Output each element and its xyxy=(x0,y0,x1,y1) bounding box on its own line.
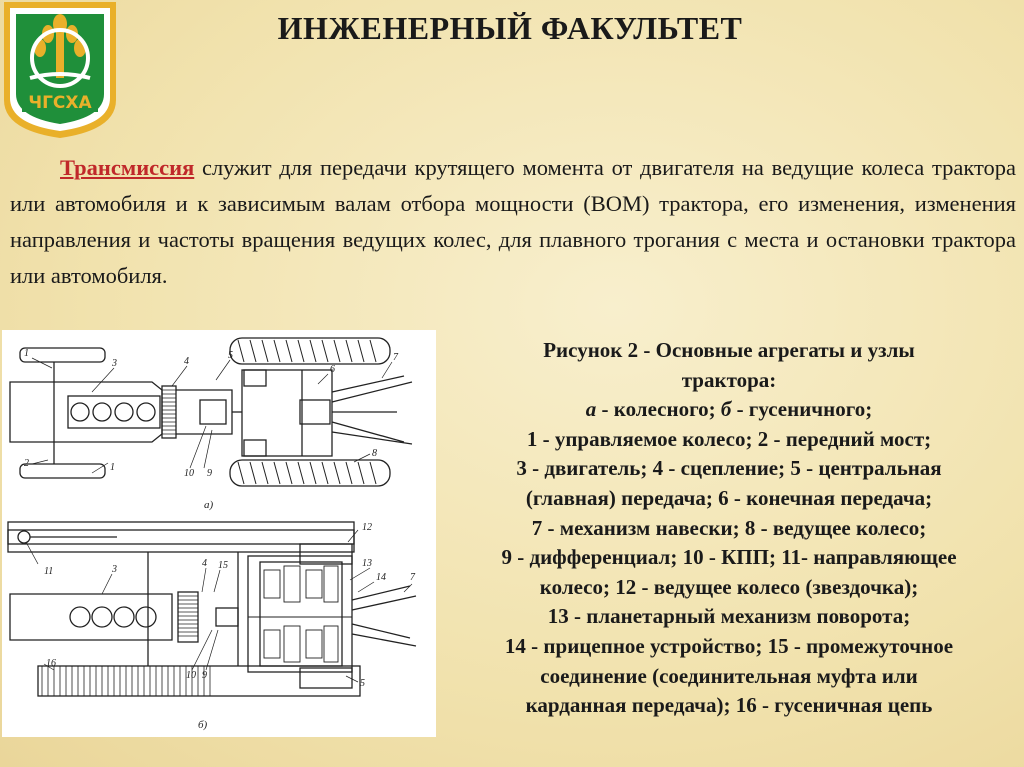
caption-line-2: трактора: xyxy=(681,367,777,392)
label-2a: 2 xyxy=(24,458,29,469)
tractor-diagram: 3 4 5 6 7 8 9 10 1 2 1 а) xyxy=(2,330,436,737)
caption-line-1: Рисунок 2 - Основные агрегаты и узлы xyxy=(543,338,915,362)
label-9b: 9 xyxy=(202,670,207,681)
caption-line-10: 13 - планетарный механизм поворота; xyxy=(547,604,911,629)
label-16b: 16 xyxy=(46,658,56,669)
wheeled-tractor-drawing xyxy=(9,337,413,487)
caption-line-4: 1 - управляемое колесо; 2 - передний мос… xyxy=(526,426,932,451)
caption-b: б xyxy=(720,397,732,422)
caption-line-8: 9 - дифференциал; 10 - КПП; 11- направля… xyxy=(501,545,957,570)
label-11b: 11 xyxy=(44,566,53,577)
caption-line-13: карданная передача); 16 - гусеничная цеп… xyxy=(525,693,933,718)
caption-line-9: колесо; 12 - ведущее колесо (звездочка); xyxy=(539,574,919,599)
label-4a: 4 xyxy=(184,356,189,367)
figure-caption: Рисунок 2 - Основные агрегаты и узлы тра… xyxy=(443,336,1015,721)
label-1a-top: 1 xyxy=(24,348,29,359)
label-b: б) xyxy=(198,719,208,731)
tracked-tractor-drawing xyxy=(7,521,417,697)
term-transmission: Трансмиссия xyxy=(60,155,195,180)
label-15b: 15 xyxy=(218,560,228,571)
label-3a: 3 xyxy=(111,358,117,369)
label-9a: 9 xyxy=(207,468,212,479)
university-logo: ЧГСХА xyxy=(0,0,120,140)
page-title: ИНЖЕНЕРНЫЙ ФАКУЛЬТЕТ xyxy=(277,10,743,46)
logo-text: ЧГСХА xyxy=(28,93,92,113)
label-5b: 5 xyxy=(360,678,365,689)
label-6a: 6 xyxy=(330,364,335,375)
caption-line-7: 7 - механизм навески; 8 - ведущее колесо… xyxy=(531,515,927,540)
label-14b: 14 xyxy=(376,572,386,583)
caption-a: а xyxy=(585,397,597,422)
intro-text: служит для передачи крутящего момента от… xyxy=(10,155,1016,288)
label-3b: 3 xyxy=(111,564,117,575)
label-a: а) xyxy=(204,499,214,511)
label-5a: 5 xyxy=(228,350,233,361)
label-4b: 4 xyxy=(202,558,207,569)
label-13b: 13 xyxy=(362,558,372,569)
label-10b: 10 xyxy=(186,670,196,681)
caption-line-11: 14 - прицепное устройство; 15 - промежут… xyxy=(504,633,954,658)
caption-line-3: а - колесного; б - гусеничного; xyxy=(443,395,1015,425)
caption-wheeled: - колесного; xyxy=(596,397,721,422)
caption-line-12: соединение (соединительная муфта или xyxy=(540,663,918,688)
caption-line-5: 3 - двигатель; 4 - сцепление; 5 - центра… xyxy=(516,456,942,481)
caption-tracked: - гусеничного; xyxy=(731,397,873,422)
label-12b: 12 xyxy=(362,522,372,533)
label-10a: 10 xyxy=(184,468,194,479)
label-7b: 7 xyxy=(410,572,416,583)
label-1a: 1 xyxy=(110,462,115,473)
intro-paragraph: Трансмиссия служит для передачи крутящег… xyxy=(10,150,1016,294)
label-8a: 8 xyxy=(372,448,377,459)
caption-line-6: (главная) передача; 6 - конечная передач… xyxy=(525,485,933,510)
label-7a: 7 xyxy=(393,352,399,363)
